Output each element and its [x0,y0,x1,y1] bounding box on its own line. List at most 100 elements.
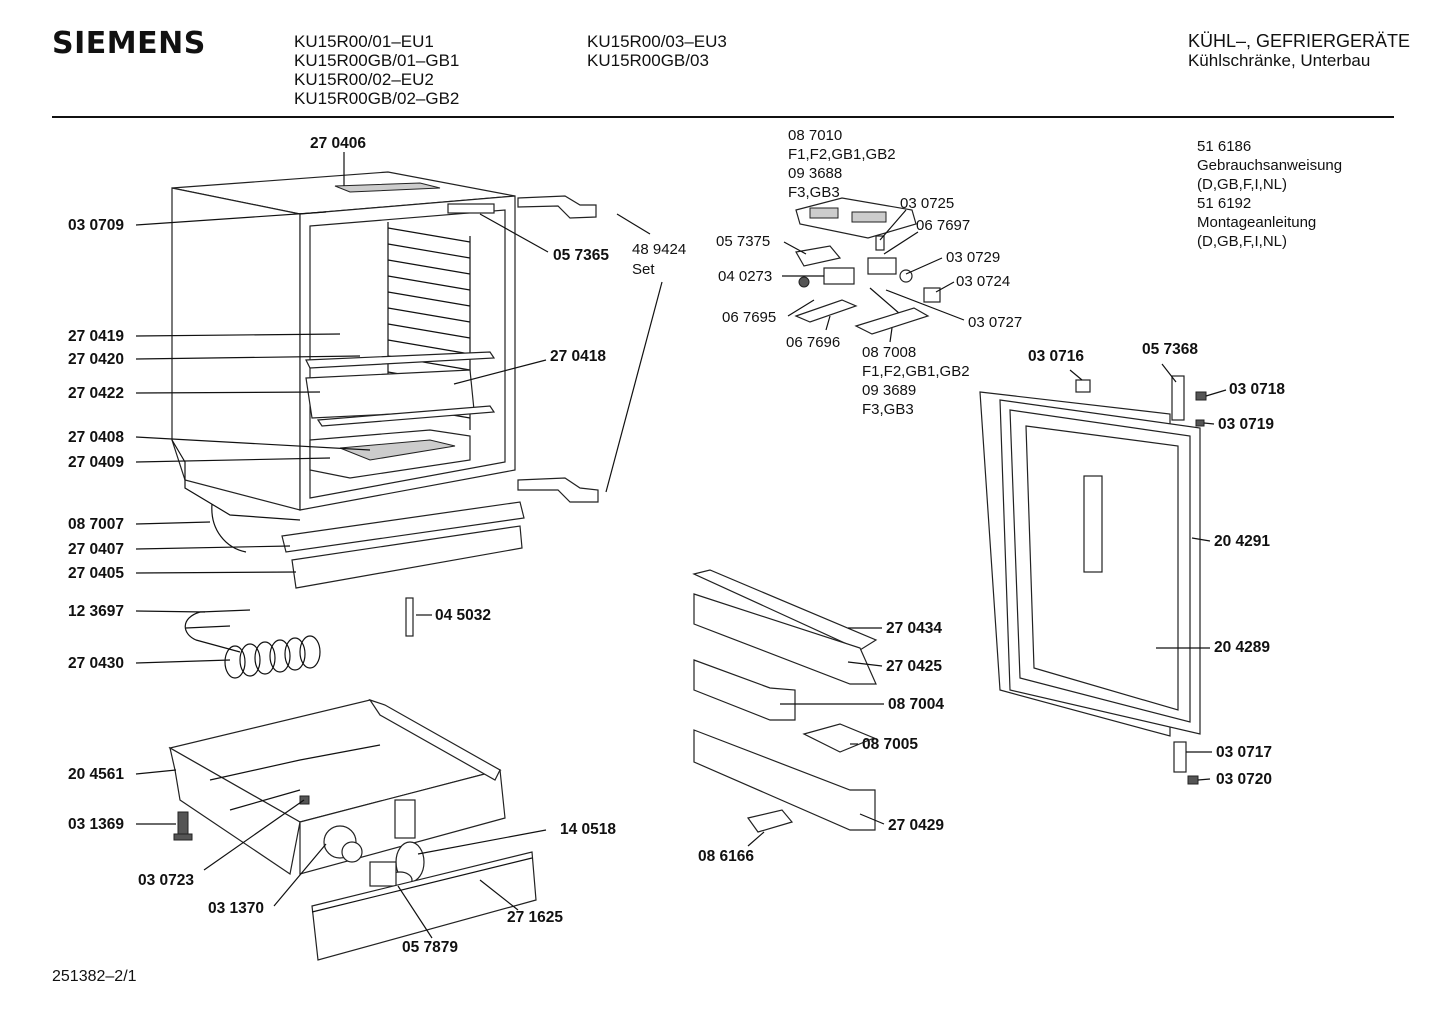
part-label: 27 0425 [886,658,942,675]
part-label: 03 1369 [68,816,124,833]
model-code: KU15R00GB/03 [587,51,709,70]
part-label: 05 7375 [716,233,770,250]
part-label: 03 0719 [1218,416,1274,433]
butter-part [746,809,794,833]
part-label: 12 3697 [68,603,124,620]
part-label: 03 0717 [1216,744,1272,761]
header-divider [52,116,1394,118]
documents-block: 51 6186 Gebrauchsanweisung (D,GB,F,I,NL)… [1197,137,1342,251]
document-line: Gebrauchsanweisung [1197,157,1343,174]
leader-lines [135,152,1227,939]
model-code: KU15R00/03–EU3 [587,32,727,51]
part-label: 27 0430 [68,655,124,672]
part-label: F1,F2,GB1,GB2 [788,146,896,163]
part-label: 05 7879 [402,939,458,956]
part-label: 03 0709 [68,217,124,234]
part-label: 08 7008 [862,344,916,361]
model-code: KU15R00GB/02–GB2 [294,89,460,108]
cabinet-drawing [171,171,599,589]
part-label: 09 3689 [862,382,916,399]
part-label: 27 0407 [68,541,124,558]
egg-tray [802,723,876,753]
screw-part [173,811,193,841]
part-label: 27 0434 [886,620,942,637]
part-label: 03 0716 [1028,348,1084,365]
document-line: 51 6192 [1197,195,1252,212]
part-label: 05 7368 [1142,341,1198,358]
part-label: 06 7695 [722,309,776,326]
part-label: 27 0420 [68,351,124,368]
part-label: 06 7697 [916,217,970,234]
door-assembly [979,375,1207,785]
part-label: 03 0729 [946,249,1000,266]
shelf-top [305,351,496,369]
page-footer-code: 251382–2/1 [52,968,137,985]
control-housing [794,197,941,335]
rack-large [693,593,877,685]
part-label: 03 0718 [1229,381,1285,398]
category-title: KÜHL–, GEFRIERGERÄTE [1187,31,1410,51]
part-label: 27 0418 [550,348,606,365]
part-label: 27 0409 [68,454,124,471]
part-label: F1,F2,GB1,GB2 [862,363,970,380]
part-label: 27 0408 [68,429,124,446]
part-labels: 27 0406 03 0709 05 7365 48 9424 Set 27 0… [68,127,1285,956]
pin-part [405,597,414,637]
condenser-coil [184,609,321,679]
part-label: 20 4561 [68,766,124,783]
fan-part [369,841,425,889]
part-label: 27 1625 [507,909,563,926]
model-list-1: KU15R00/01–EU1 KU15R00GB/01–GB1 KU15R00/… [294,32,459,108]
part-label: 06 7696 [786,334,840,351]
part-label: 03 0727 [968,314,1022,331]
part-label: 05 7365 [553,247,609,264]
document-line: (D,GB,F,I,NL) [1197,233,1288,250]
document-line: 51 6186 [1197,138,1252,155]
part-label: 27 0422 [68,385,124,402]
part-label: 08 6166 [698,848,754,865]
kick-plate [291,525,523,589]
document-line: (D,GB,F,I,NL) [1197,176,1288,193]
part-label: 03 1370 [208,900,264,917]
category-subtitle: Kühlschränke, Unterbau [1187,51,1371,70]
shelf-low [316,405,496,427]
part-label: 27 0405 [68,565,124,582]
part-label: 48 9424 [632,241,686,258]
part-label: 04 5032 [435,607,491,624]
model-code: KU15R00/01–EU1 [294,32,434,51]
part-label: 27 0429 [888,817,944,834]
part-label: F3,GB3 [788,184,840,201]
model-list-2: KU15R00/03–EU3 KU15R00GB/03 [587,32,727,70]
document-line: Montageanleitung [1197,214,1317,231]
base-tray [168,698,506,876]
rack-lid [692,569,878,651]
part-label: 03 0723 [138,872,194,889]
part-label: 03 0725 [900,195,954,212]
part-label: 27 0419 [68,328,124,345]
part-label: 20 4291 [1214,533,1270,550]
part-label: 14 0518 [560,821,616,838]
part-label: 08 7010 [788,127,842,144]
part-label: 08 7007 [68,516,124,533]
category-block: KÜHL–, GEFRIERGERÄTE Kühlschränke, Unter… [1187,31,1410,71]
part-label: 08 7004 [888,696,944,713]
part-label: 03 0720 [1216,771,1272,788]
model-code: KU15R00/02–EU2 [294,70,434,89]
part-label: 08 7005 [862,736,918,753]
part-label: 04 0273 [718,268,772,285]
hinge-top [517,195,597,219]
brand-logo: SIEMENS [52,26,206,61]
part-label: 09 3688 [788,165,842,182]
part-label: F3,GB3 [862,401,914,418]
door-racks [692,569,878,833]
part-label: Set [632,261,655,278]
hinge-bottom [517,477,599,503]
front-grille [311,851,537,961]
part-label: 20 4289 [1214,639,1270,656]
rack-bottom [693,729,876,831]
rack-small [693,659,796,721]
part-label: 03 0724 [956,273,1010,290]
model-code: KU15R00GB/01–GB1 [294,51,460,70]
part-label: 27 0406 [310,135,366,152]
